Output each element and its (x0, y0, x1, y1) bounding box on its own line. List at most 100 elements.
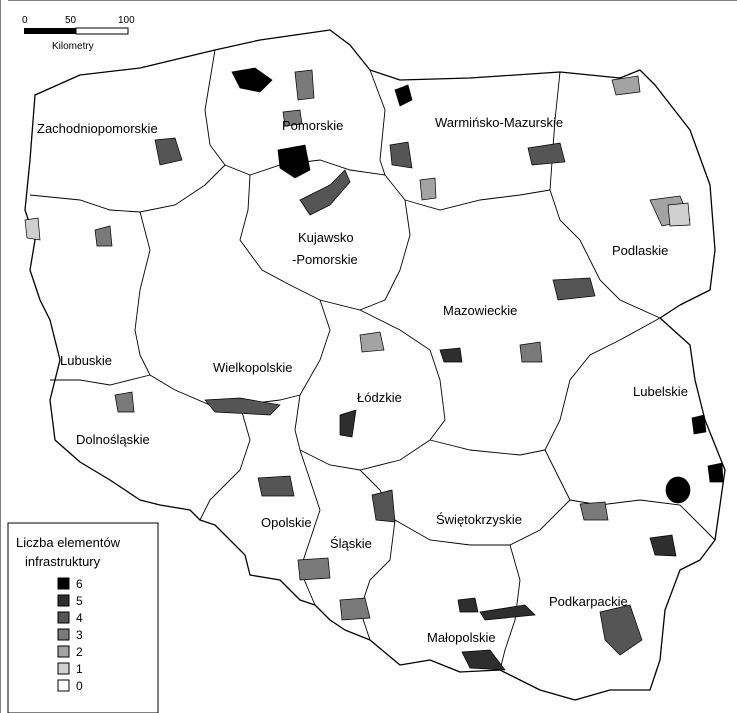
boundary-swiet-lub (544, 449, 571, 501)
area-class-4 (154, 137, 183, 166)
region-label-warminsko-mazurskie: Warmińsko-Mazurskie (435, 115, 563, 130)
boundary-warm-maz (404, 189, 551, 211)
area-class-4 (204, 397, 281, 416)
region-label-slaskie: Śląskie (330, 536, 372, 551)
region-label-swietokrzyskie: Świętokrzyskie (436, 512, 522, 527)
area-class-6 (691, 414, 707, 435)
area-class-5 (461, 649, 506, 671)
legend-title-line2: infrastruktury (25, 554, 101, 569)
area-class-5 (439, 347, 463, 363)
boundary-dolno-opol (199, 404, 251, 521)
area-class-1 (667, 202, 691, 227)
area-class-3 (579, 501, 609, 521)
region-label-malopolskie: Małopolskie (427, 630, 496, 645)
legend-items: 6 5 4 3 2 1 0 (57, 577, 83, 693)
region-label-zachodniopomorskie: Zachodniopomorskie (37, 121, 158, 136)
area-class-2 (419, 177, 437, 201)
region-label-opolskie: Opolskie (261, 515, 312, 530)
boundary-lodz-maz (359, 309, 446, 441)
region-label-pomorskie: Pomorskie (282, 118, 343, 133)
boundary-zachpom-pom (204, 49, 251, 176)
area-class-6 (394, 84, 413, 107)
area-class-6 (231, 67, 273, 93)
region-label-wielkopolskie: Wielkopolskie (213, 360, 292, 375)
boundary-warm-podl (549, 71, 561, 191)
legend-label-2: 2 (76, 645, 83, 659)
legend-label-6: 6 (76, 577, 83, 591)
boundary-swiet-maz (429, 439, 546, 456)
region-label-podkarpackie: Podkarpackie (549, 594, 628, 609)
region-label-dolnoslaskie: Dolnośląskie (76, 432, 150, 447)
scale-tick-100: 100 (118, 15, 135, 26)
legend-swatch-1 (57, 662, 70, 675)
region-label-mazowieckie: Mazowieckie (443, 303, 517, 318)
legend-label-4: 4 (76, 611, 83, 625)
area-class-5 (339, 409, 357, 438)
legend-swatch-4 (57, 611, 70, 624)
legend: Liczba elementów infrastruktury 6 5 4 3 2 1 0 (7, 522, 159, 713)
area-class-4 (527, 142, 566, 166)
area-class-1 (24, 217, 41, 241)
scale-bar: 0 50 100 Kilometry (22, 15, 135, 52)
area-class-3 (282, 109, 303, 127)
area-class-3 (519, 341, 543, 363)
region-labels: Zachodniopomorskie Pomorskie Warmińsko-M… (37, 115, 688, 645)
area-class-3 (294, 69, 315, 101)
boundary-wielk-lodz (299, 299, 331, 396)
legend-swatch-2 (57, 645, 70, 658)
area-class-2 (611, 75, 641, 96)
region-label-podlaskie: Podlaskie (612, 243, 668, 258)
area-class-6 (665, 476, 691, 504)
boundary-maz-lub (544, 317, 661, 451)
boundary-swiet-south (394, 499, 571, 546)
scale-unit-label: Kilometry (52, 41, 94, 52)
boundary-kuj-south (239, 174, 401, 311)
legend-label-3: 3 (76, 628, 83, 642)
legend-box (7, 522, 159, 713)
area-class-6 (277, 144, 311, 179)
infrastructure-areas (24, 67, 724, 671)
boundary-kuj-east (384, 174, 411, 271)
area-class-4 (371, 489, 396, 523)
region-label-lubelskie: Lubelskie (633, 384, 688, 399)
poland-outline (24, 29, 726, 701)
region-label-kujawsko-pomorskie-1: Kujawsko (298, 230, 354, 245)
area-class-4 (552, 277, 596, 301)
area-class-4 (299, 169, 351, 216)
boundary-podl-maz (549, 189, 661, 319)
voivodeship-boundaries (29, 49, 716, 671)
area-class-3 (339, 597, 371, 621)
area-class-3 (297, 557, 331, 581)
area-class-2 (359, 331, 385, 353)
boundary-lodz-south (294, 394, 431, 471)
legend-label-1: 1 (76, 662, 83, 676)
area-class-5 (649, 534, 677, 557)
legend-label-5: 5 (76, 594, 83, 608)
boundary-lubuskie-dolno (50, 374, 151, 386)
scale-tick-50: 50 (65, 15, 77, 26)
scale-bar-segment-2 (75, 27, 129, 35)
legend-swatch-0 (57, 679, 70, 692)
area-class-3 (94, 225, 113, 247)
region-label-lodzkie: Łódzkie (357, 390, 402, 405)
boundary-lubuskie-wielk (134, 211, 151, 376)
area-class-5 (479, 604, 536, 621)
legend-title-line1: Liczba elementów (16, 535, 121, 550)
area-class-4 (599, 604, 643, 656)
area-class-4 (257, 475, 295, 497)
region-label-kujawsko-pomorskie-2: -Pomorskie (292, 252, 358, 267)
area-class-5 (457, 597, 479, 613)
region-label-lubuskie: Lubuskie (60, 353, 112, 368)
legend-swatch-3 (57, 628, 70, 641)
scale-tick-0: 0 (22, 15, 28, 26)
area-class-4 (389, 141, 413, 169)
area-class-6 (707, 462, 724, 483)
legend-swatch-5 (57, 594, 70, 607)
boundary-mal-podk (499, 544, 521, 671)
legend-label-0: 0 (76, 679, 83, 693)
boundary-pom-kuj (249, 159, 386, 176)
boundary-pom-warm (369, 69, 386, 176)
area-class-3 (114, 391, 135, 413)
legend-swatch-6 (57, 577, 70, 590)
